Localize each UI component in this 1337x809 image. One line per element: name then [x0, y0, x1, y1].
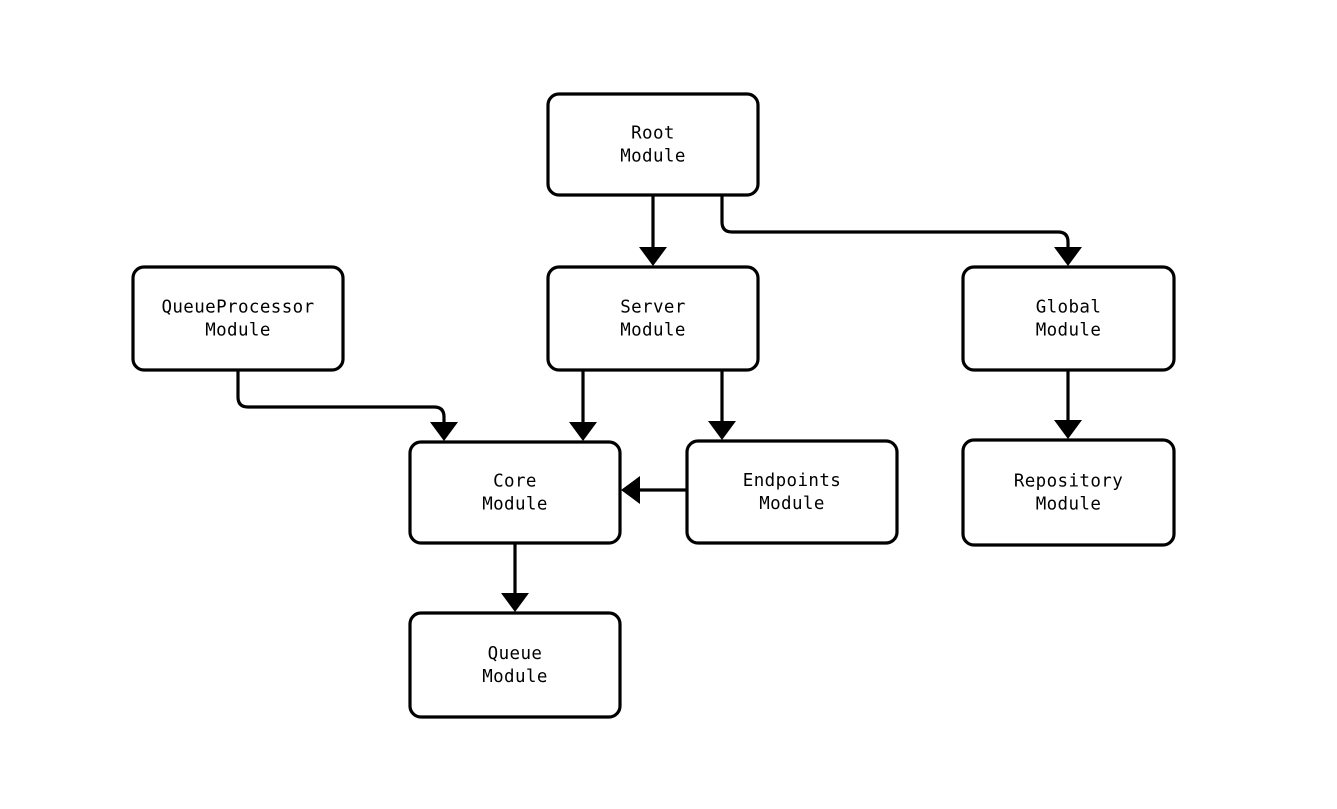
arrow-server-to-endpoints-icon: [708, 421, 736, 440]
node-queueprocessor-label-line1: QueueProcessor: [161, 298, 314, 318]
edge-queueprocessor-to-core: [236, 370, 446, 422]
node-queueprocessor-label-line2: Module: [205, 321, 271, 341]
node-core-label-line2: Module: [482, 495, 548, 515]
arrow-endpoints-to-core-icon: [621, 476, 640, 504]
node-server-box[interactable]: [546, 265, 760, 372]
node-global-label-line1: Global: [1036, 298, 1102, 318]
arrow-root-to-server-icon: [639, 247, 667, 266]
node-global-label-line2: Module: [1036, 321, 1102, 341]
arrowheads-layer: [430, 247, 1082, 612]
node-queue-label-line1: Queue: [488, 644, 543, 664]
arrow-global-to-repository-icon: [1054, 420, 1082, 439]
node-queue-label-line2: Module: [482, 667, 548, 687]
node-endpoints-label-line2: Module: [759, 494, 825, 514]
node-repository-label-line2: Module: [1036, 495, 1102, 515]
nodes-layer: RootModuleQueueProcessorModuleServerModu…: [131, 92, 1176, 719]
node-root-label-line1: Root: [631, 124, 675, 144]
node-endpoints-box[interactable]: [685, 439, 899, 545]
node-server-label-line2: Module: [620, 321, 686, 341]
node-core-box[interactable]: [408, 440, 622, 545]
node-endpoints-label-line1: Endpoints: [743, 471, 841, 491]
edge-root-to-global: [720, 195, 1070, 247]
node-repository-box[interactable]: [961, 438, 1176, 547]
arrow-server-to-core-icon: [569, 422, 597, 441]
node-global-box[interactable]: [961, 265, 1176, 372]
node-root-box[interactable]: [546, 92, 760, 197]
arrow-root-to-global-icon: [1054, 247, 1082, 266]
edges-layer: [236, 195, 1070, 593]
node-root-label-line2: Module: [620, 147, 686, 167]
node-queue-box[interactable]: [408, 611, 622, 719]
node-core-label-line1: Core: [493, 472, 537, 492]
arrow-core-to-queue-icon: [501, 593, 529, 612]
node-queueprocessor-box[interactable]: [131, 265, 345, 372]
node-repository-label-line1: Repository: [1014, 472, 1123, 492]
node-server-label-line1: Server: [620, 298, 686, 318]
arrow-queueprocessor-to-core-icon: [430, 422, 458, 441]
